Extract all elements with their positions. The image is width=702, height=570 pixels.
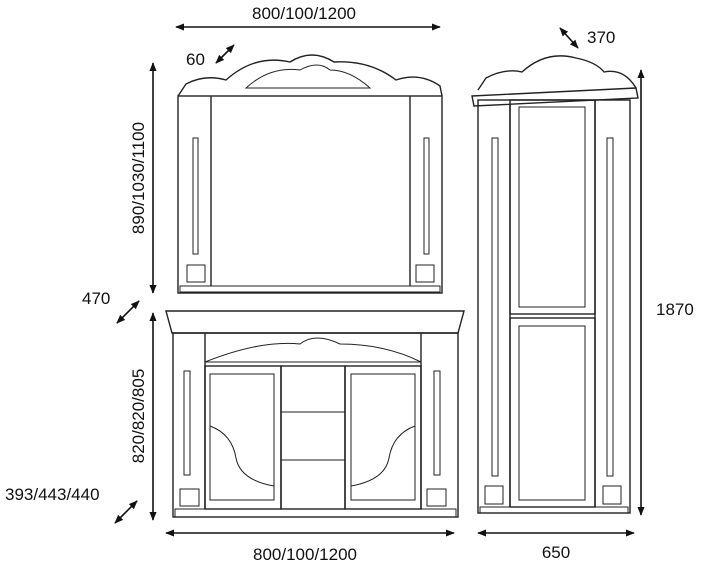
cabinet-depth-line xyxy=(559,27,579,49)
tall-cabinet-drawing xyxy=(471,55,639,514)
cabinet-depth-label: 370 xyxy=(587,28,615,47)
mirror-depth-label: 60 xyxy=(186,50,205,69)
vanity-width-label: 800/100/1200 xyxy=(253,545,357,564)
vanity-top-depth-label: 470 xyxy=(82,289,110,308)
dimension-lines xyxy=(114,23,645,537)
vanity-height-label: 820/820/805 xyxy=(129,369,148,464)
vanity-drawing xyxy=(165,310,465,518)
mirror-width-label: 800/100/1200 xyxy=(252,4,356,23)
vanity-depth-label: 393/443/440 xyxy=(5,485,100,504)
cabinet-height-label: 1870 xyxy=(656,300,694,319)
vanity-top-depth-line xyxy=(116,300,140,324)
mirror-depth-line xyxy=(215,44,235,64)
cabinet-width-label: 650 xyxy=(542,543,570,562)
dimension-labels: 800/100/1200 60 890/1030/1100 470 820/82… xyxy=(5,4,694,564)
mirror-drawing xyxy=(177,54,443,294)
mirror-height-label: 890/1030/1100 xyxy=(129,122,148,234)
vanity-depth-line xyxy=(114,500,138,524)
